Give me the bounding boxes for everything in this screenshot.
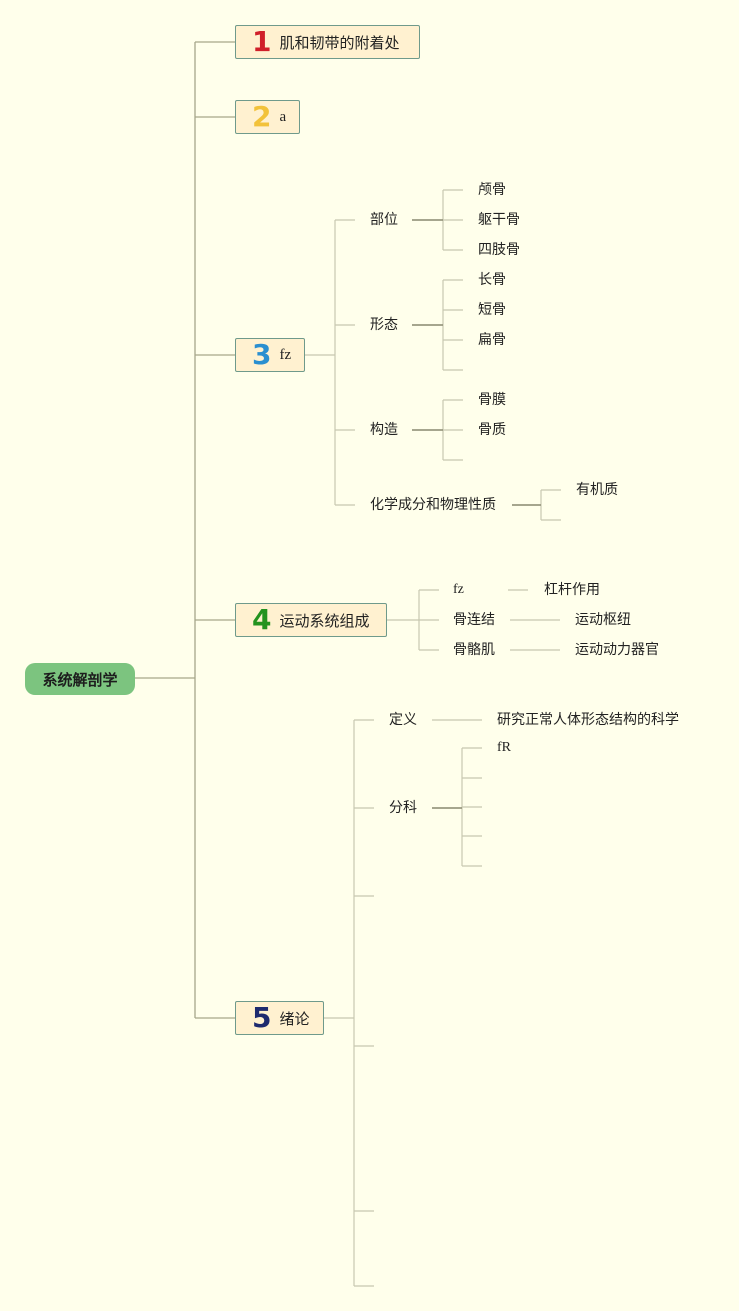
topic-shape[interactable]: 形态 bbox=[370, 317, 398, 333]
topic-b4-1[interactable]: fz bbox=[453, 582, 464, 597]
branch-2[interactable]: 2 a bbox=[235, 100, 300, 134]
leaf-structure-2[interactable]: 骨质 bbox=[478, 422, 506, 438]
number-3-icon: 3 bbox=[252, 338, 272, 371]
leaf-chem-1[interactable]: 有机质 bbox=[576, 482, 618, 498]
leaf-part-2[interactable]: 躯干骨 bbox=[478, 212, 520, 228]
leaf-b4-1[interactable]: 杠杆作用 bbox=[544, 582, 600, 598]
leaf-shape-3[interactable]: 扁骨 bbox=[478, 332, 506, 348]
leaf-subject-1[interactable]: fR bbox=[497, 740, 511, 755]
number-4-icon: 4 bbox=[252, 603, 272, 636]
branch-4-label: 运动系统组成 bbox=[279, 611, 370, 630]
root-node[interactable]: 系统解剖学 bbox=[25, 663, 135, 695]
leaf-definition[interactable]: 研究正常人体形态结构的科学 bbox=[497, 712, 679, 728]
branch-5-label: 绪论 bbox=[279, 1009, 310, 1028]
leaf-shape-1[interactable]: 长骨 bbox=[478, 272, 506, 288]
leaf-shape-2[interactable]: 短骨 bbox=[478, 302, 506, 318]
branch-1[interactable]: 1 肌和韧带的附着处 bbox=[235, 25, 420, 59]
leaf-structure-1[interactable]: 骨膜 bbox=[478, 392, 506, 408]
leaf-part-1[interactable]: 颅骨 bbox=[478, 182, 506, 198]
branch-2-label: a bbox=[279, 108, 287, 125]
topic-definition[interactable]: 定义 bbox=[389, 712, 417, 728]
leaf-b4-3[interactable]: 运动动力器官 bbox=[575, 642, 659, 658]
branch-5[interactable]: 5 绪论 bbox=[235, 1001, 324, 1035]
number-2-icon: 2 bbox=[252, 100, 272, 133]
topic-b4-3[interactable]: 骨骼肌 bbox=[453, 642, 495, 658]
topic-structure[interactable]: 构造 bbox=[370, 422, 398, 438]
topic-chem[interactable]: 化学成分和物理性质 bbox=[370, 497, 496, 513]
branch-3-label: fz bbox=[279, 346, 292, 363]
branch-4[interactable]: 4 运动系统组成 bbox=[235, 603, 387, 637]
topic-b4-2[interactable]: 骨连结 bbox=[453, 612, 495, 628]
topic-subject[interactable]: 分科 bbox=[389, 800, 417, 816]
leaf-part-3[interactable]: 四肢骨 bbox=[478, 242, 520, 258]
branch-3[interactable]: 3 fz bbox=[235, 338, 305, 372]
number-5-icon: 5 bbox=[252, 1001, 272, 1034]
branch-1-label: 肌和韧带的附着处 bbox=[279, 33, 400, 52]
leaf-b4-2[interactable]: 运动枢纽 bbox=[575, 612, 631, 628]
topic-part[interactable]: 部位 bbox=[370, 212, 398, 228]
number-1-icon: 1 bbox=[252, 25, 272, 58]
